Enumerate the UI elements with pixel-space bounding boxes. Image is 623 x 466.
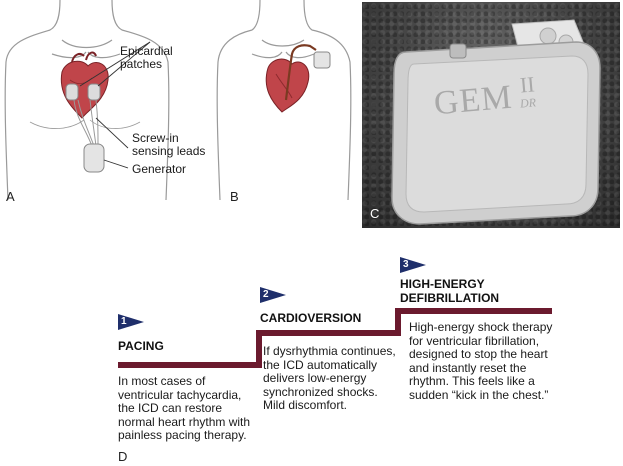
step-3-badge: 3	[400, 257, 426, 278]
panel-d-letter: D	[118, 449, 128, 464]
panel-c-letter: C	[370, 206, 380, 221]
torso-outline	[4, 0, 170, 201]
epicardial-patch-left	[65, 83, 79, 101]
step-2-badge: 2	[260, 287, 286, 308]
generator-device	[313, 51, 331, 69]
panel-b-illustration	[216, 0, 352, 201]
step-2-description: If dysrhythmia continues, the ICD automa…	[263, 344, 396, 413]
generator-label: Generator	[132, 162, 187, 176]
transvenous-lead	[284, 44, 317, 101]
step-3-description: High-energy shock therapy for ventricula…	[409, 320, 553, 402]
step-2-title: CARDIOVERSION	[260, 311, 362, 325]
step-1-description: In most cases of ventricular tachycardia…	[118, 374, 251, 443]
step-3-title: HIGH-ENERGY DEFIBRILLATION	[400, 277, 500, 305]
panel-a-illustration	[4, 0, 170, 201]
step-1-badge: 1	[118, 314, 144, 335]
epicardial-patch-right	[87, 83, 101, 101]
step-1-title: PACING	[118, 339, 164, 353]
generator-device	[83, 143, 105, 173]
panel-a-letter: A	[6, 189, 15, 204]
screw-in-leads-label: Screw-in sensing leads	[132, 131, 206, 158]
epicardial-patches-label: Epicardial patches	[120, 44, 173, 71]
device-photo: GEM II DR C	[362, 2, 620, 228]
panel-b-letter: B	[230, 189, 239, 204]
